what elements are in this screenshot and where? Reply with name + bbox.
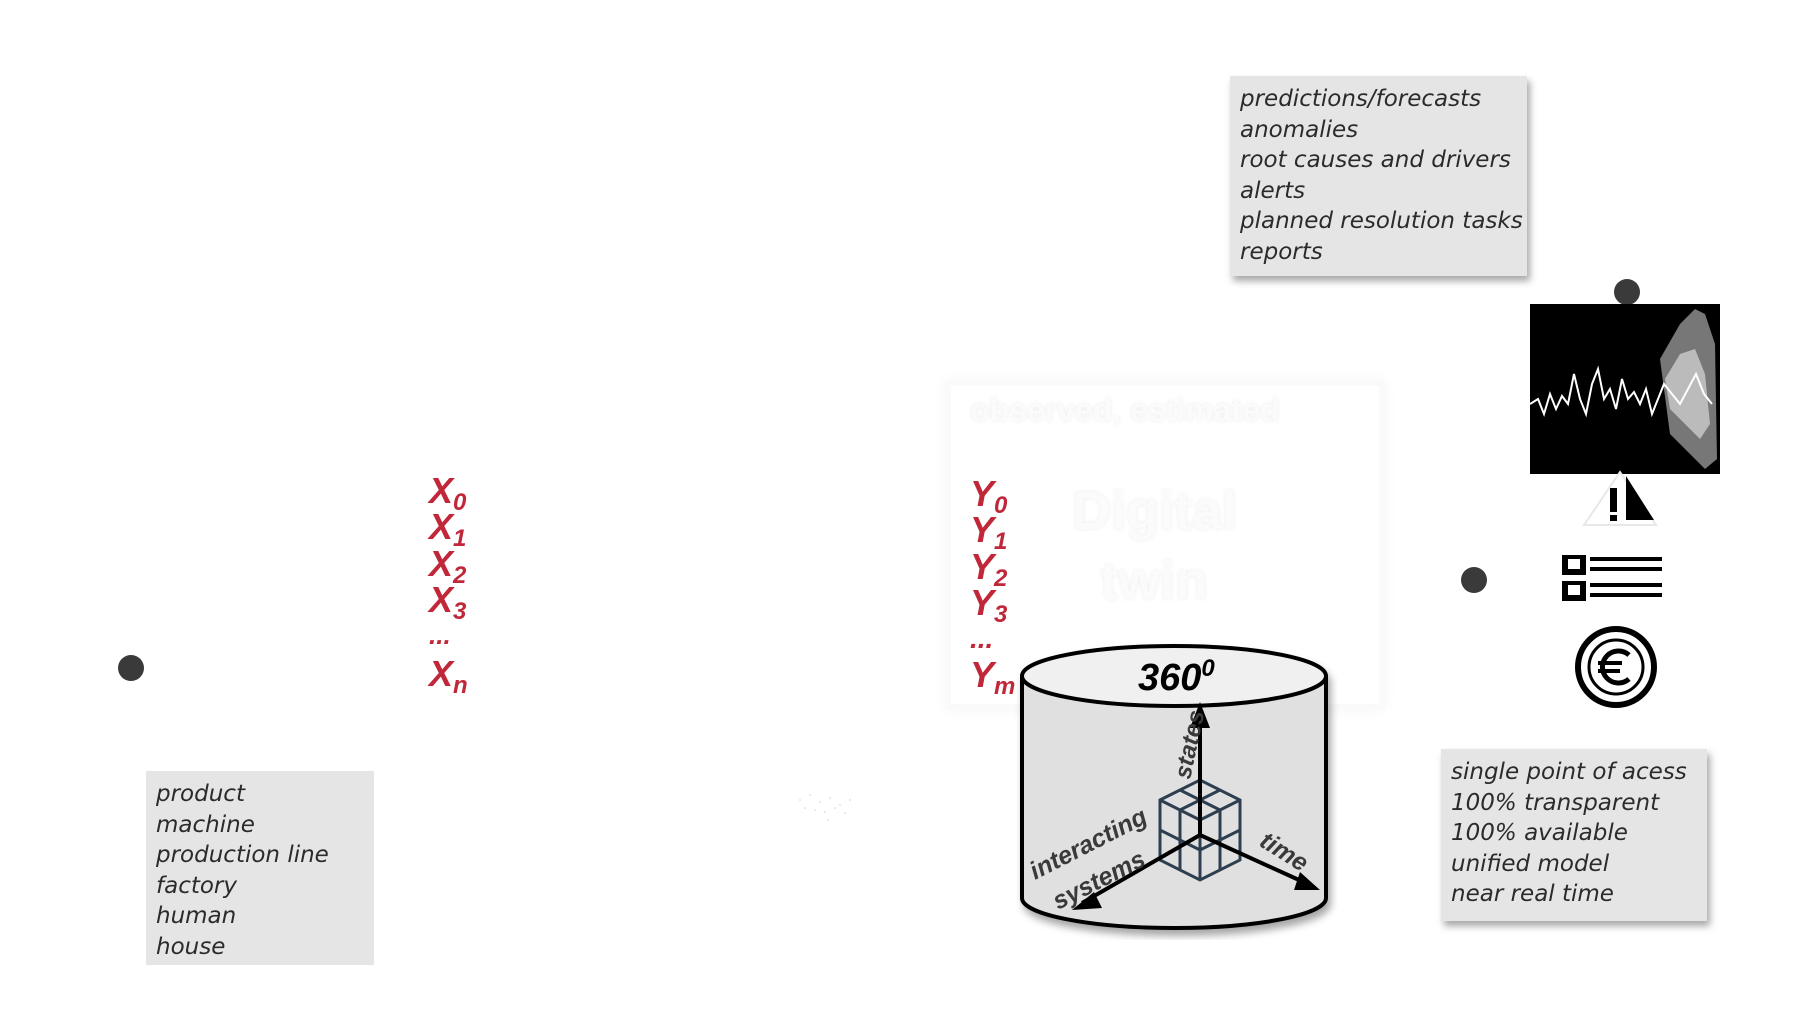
- input-variable-x3: X3: [429, 579, 467, 625]
- forecast-chart-icon: [1530, 304, 1720, 474]
- warning-icon: [1582, 470, 1658, 526]
- outputs-panel: predictions/forecasts anomalies root cau…: [1230, 76, 1527, 276]
- output-variable-ym: Ym: [970, 654, 1016, 700]
- connector-dot-left: [118, 655, 144, 681]
- outputs-item: root causes and drivers: [1240, 147, 1511, 173]
- input-variable-x2: X2: [429, 543, 467, 589]
- input-variable-ellipsis: ...: [429, 620, 451, 650]
- digital-twin-caption: observed, estimated: [970, 392, 1280, 428]
- entities-panel: product machine production line factory …: [146, 771, 374, 965]
- entity-item: machine: [156, 811, 255, 838]
- entity-item: house: [156, 933, 226, 960]
- outputs-item: alerts: [1240, 177, 1306, 204]
- feature-item: near real time: [1451, 881, 1614, 907]
- digital-twin-title-line2: twin: [1100, 551, 1208, 611]
- feature-item: unified model: [1451, 850, 1610, 877]
- state-cylinder: 3600 states interacting systems time: [1020, 644, 1328, 930]
- entity-item: production line: [156, 842, 329, 868]
- input-variable-x1: X1: [429, 506, 467, 552]
- connector-dot-top-right: [1614, 279, 1640, 305]
- feature-item: single point of acess: [1451, 759, 1687, 785]
- digital-twin-title-line1: Digital: [1072, 481, 1238, 541]
- outputs-item: anomalies: [1240, 116, 1359, 143]
- euro-icon: [1575, 626, 1657, 708]
- features-panel: single point of acess 100% transparent 1…: [1441, 749, 1707, 921]
- outputs-item: planned resolution tasks: [1240, 208, 1523, 234]
- output-variable-y2: Y2: [970, 546, 1008, 592]
- task-list-icon: [1562, 555, 1662, 601]
- feature-item: 100% available: [1451, 820, 1628, 846]
- output-variable-y3: Y3: [970, 582, 1008, 628]
- outputs-item: reports: [1240, 238, 1323, 265]
- input-variable-xn: Xn: [429, 653, 468, 699]
- entity-item: product: [156, 781, 245, 807]
- noise-blob: [799, 794, 851, 821]
- connector-dot-mid-right: [1461, 567, 1487, 593]
- entity-item: human: [156, 903, 237, 929]
- outputs-item: predictions/forecasts: [1240, 86, 1482, 112]
- output-variable-y1: Y1: [970, 509, 1008, 555]
- cylinder-title: 3600: [1138, 655, 1215, 699]
- output-variable-ellipsis: ...: [970, 623, 994, 654]
- input-variable-x0: X0: [429, 470, 467, 516]
- output-variable-y0: Y0: [970, 473, 1008, 519]
- feature-item: 100% transparent: [1451, 789, 1660, 816]
- entity-item: factory: [156, 872, 237, 899]
